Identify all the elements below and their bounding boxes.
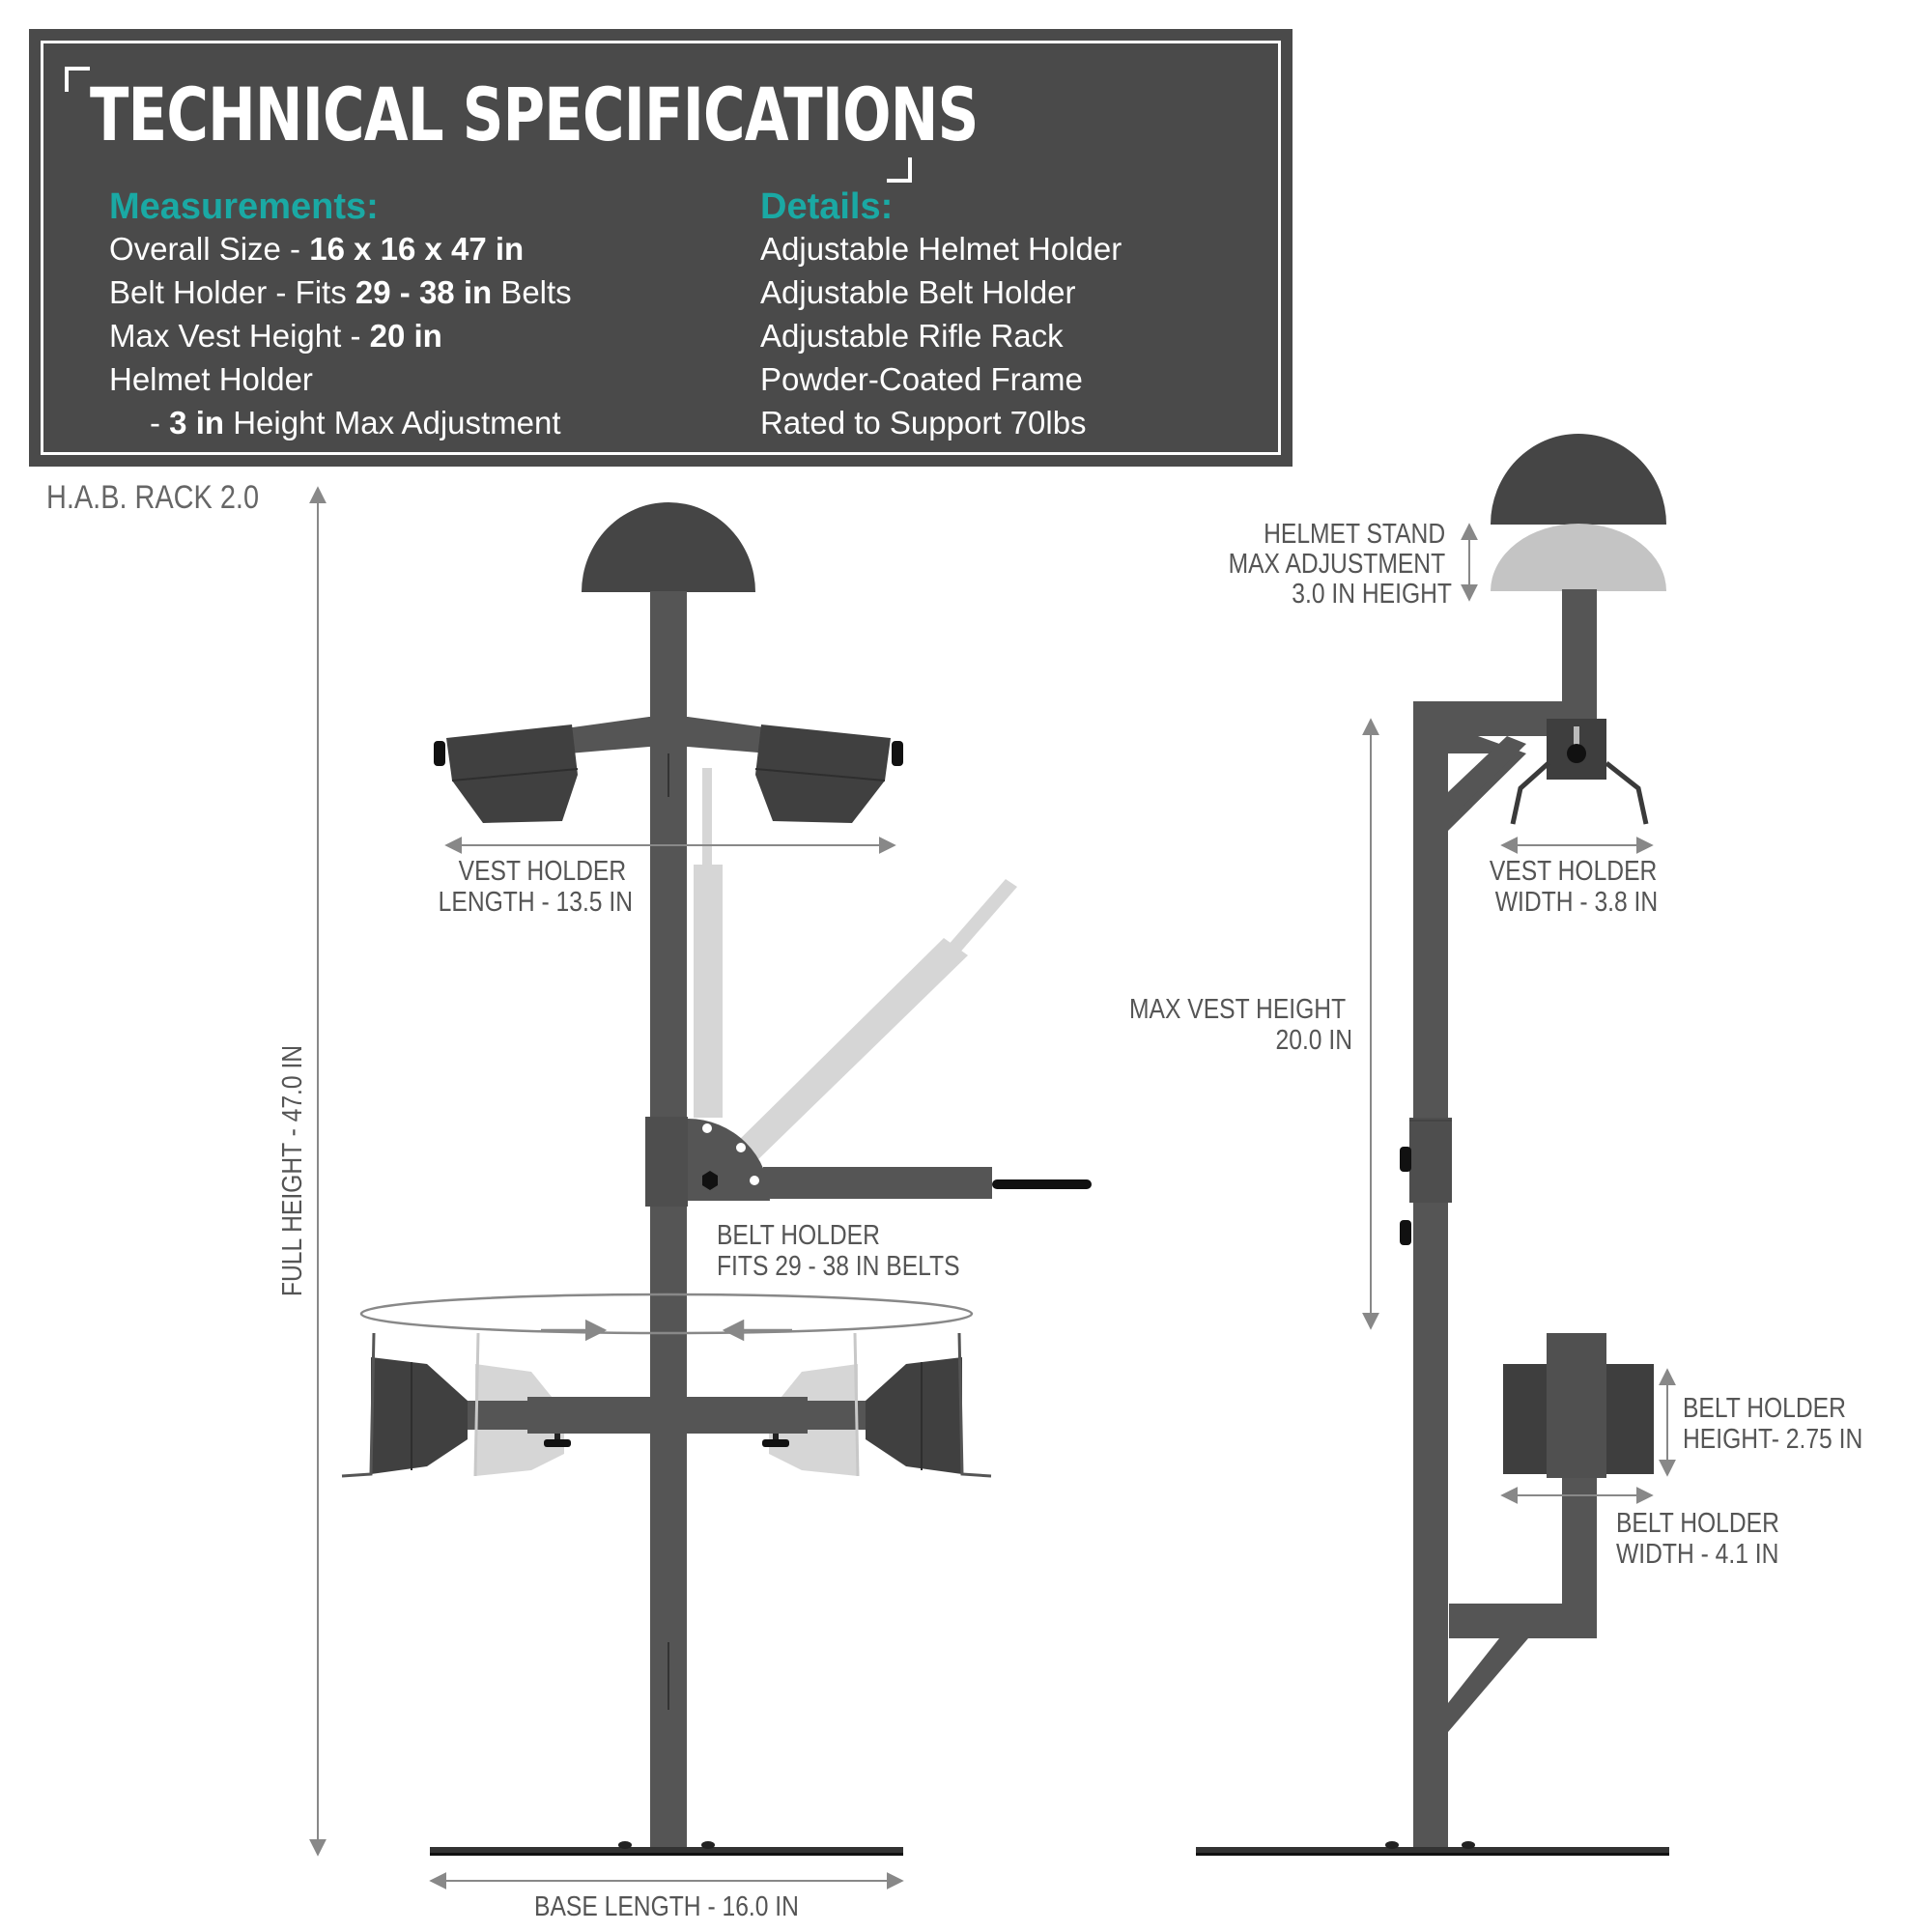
helmet-dome-front	[582, 502, 755, 592]
vest-holder-left-pad	[446, 724, 578, 823]
knob-icon	[892, 741, 903, 766]
helmet-dome-lowered	[1491, 524, 1666, 591]
measurement-max-vest-height: Max Vest Height - 20 in	[109, 318, 442, 354]
vest-length-label: VEST HOLDER LENGTH - 13.5 IN	[439, 855, 633, 917]
base-plate-front	[430, 1847, 903, 1856]
spec-panel-border: TECHNICAL SPECIFICATIONS Measurements: O…	[41, 41, 1281, 455]
helmet-dome-raised	[1491, 434, 1666, 525]
belt-holder-front	[341, 1332, 992, 1478]
detail-item: Adjustable Helmet Holder	[760, 231, 1122, 267]
details-heading: Details:	[760, 186, 894, 227]
measurements-list: Overall Size - 16 x 16 x 47 in Belt Hold…	[109, 227, 572, 444]
corner-bracket-bottom-right	[887, 157, 912, 183]
knob-icon	[1400, 1147, 1411, 1172]
main-pole	[650, 591, 687, 1852]
vest-width-label: VEST HOLDER WIDTH - 3.8 IN	[1490, 855, 1663, 917]
belt-holder-side	[1503, 1333, 1654, 1478]
max-vest-height-label: MAX VEST HEIGHT 20.0 IN	[1129, 993, 1352, 1055]
rifle-rack-ghost	[694, 768, 1017, 1164]
helmet-adjust-label: HELMET STAND MAX ADJUSTMENT 3.0 IN HEIGH…	[1229, 518, 1452, 609]
rifle-rack-hinge	[645, 1117, 1092, 1207]
measurements-heading: Measurements:	[109, 186, 379, 227]
measurement-helmet-holder: Helmet Holder	[109, 361, 313, 397]
belt-fits-label: BELT HOLDER FITS 29 - 38 IN BELTS	[717, 1219, 960, 1281]
front-view	[309, 486, 1092, 1889]
side-view	[1196, 434, 1676, 1856]
detail-item: Rated to Support 70lbs	[760, 405, 1087, 440]
knob-icon	[434, 741, 445, 766]
product-name: H.A.B. RACK 2.0	[46, 479, 260, 516]
detail-item: Adjustable Belt Holder	[760, 274, 1076, 310]
spec-panel: TECHNICAL SPECIFICATIONS Measurements: O…	[29, 29, 1293, 467]
belt-rotation-indicator	[359, 1293, 974, 1335]
base-plate-side	[1196, 1847, 1669, 1856]
side-frame-pole	[1413, 701, 1448, 1851]
knob-icon	[1400, 1220, 1411, 1245]
vest-holder-side	[1510, 719, 1649, 825]
measurement-helmet-adjustment: - 3 in Height Max Adjustment	[150, 405, 561, 440]
detail-item: Powder-Coated Frame	[760, 361, 1083, 397]
corner-bracket-top-left	[65, 67, 90, 92]
measurement-overall-size: Overall Size - 16 x 16 x 47 in	[109, 231, 525, 267]
details-list: Adjustable Helmet Holder Adjustable Belt…	[760, 227, 1122, 444]
belt-height-label: BELT HOLDER HEIGHT- 2.75 IN	[1683, 1392, 1862, 1454]
detail-item: Adjustable Rifle Rack	[760, 318, 1064, 354]
full-height-label: FULL HEIGHT - 47.0 IN	[276, 1045, 307, 1296]
page-title: TECHNICAL SPECIFICATIONS	[90, 71, 979, 157]
vest-holder-right-pad	[755, 724, 891, 823]
base-length-label: BASE LENGTH - 16.0 IN	[534, 1890, 799, 1921]
measurement-belt-holder: Belt Holder - Fits 29 - 38 in Belts	[109, 274, 572, 310]
belt-width-label: BELT HOLDER WIDTH - 4.1 IN	[1616, 1507, 1786, 1569]
